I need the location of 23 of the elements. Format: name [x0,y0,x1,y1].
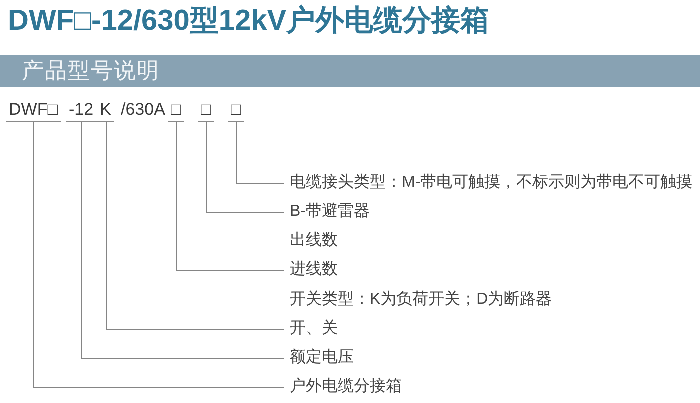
code-segment: DWF□ [6,100,61,122]
description-text: 进线数 [284,259,338,281]
leader-line [81,122,284,359]
leader-line [206,122,284,213]
code-segment: K [97,100,114,122]
code-blank-field: □ [198,100,214,122]
leader-line [106,122,284,330]
description-text: 额定电压 [284,347,354,369]
leader-line [33,122,284,388]
description-text: 电缆接头类型：M-带电可触摸，不标示则为带电不可触摸 [284,172,693,194]
model-code-text: /630A [120,100,166,121]
code-segment: -12 [66,100,97,122]
code-blank-field: □ [168,100,184,122]
leader-line [176,122,284,271]
code-blank-field: □ [228,100,244,122]
description-text: 户外电缆分接箱 [284,376,402,398]
section-header-band: 产品型号说明 [0,55,700,87]
description-text: B-带避雷器 [284,201,370,223]
page-title: DWF□-12/630型12kV户外电缆分接箱 [8,4,490,38]
description-text: 开关类型：K为负荷开关；D为断路器 [289,290,552,310]
description-text: 开、关 [284,318,338,340]
leader-line [236,122,284,184]
description-text: 出线数 [289,230,338,251]
